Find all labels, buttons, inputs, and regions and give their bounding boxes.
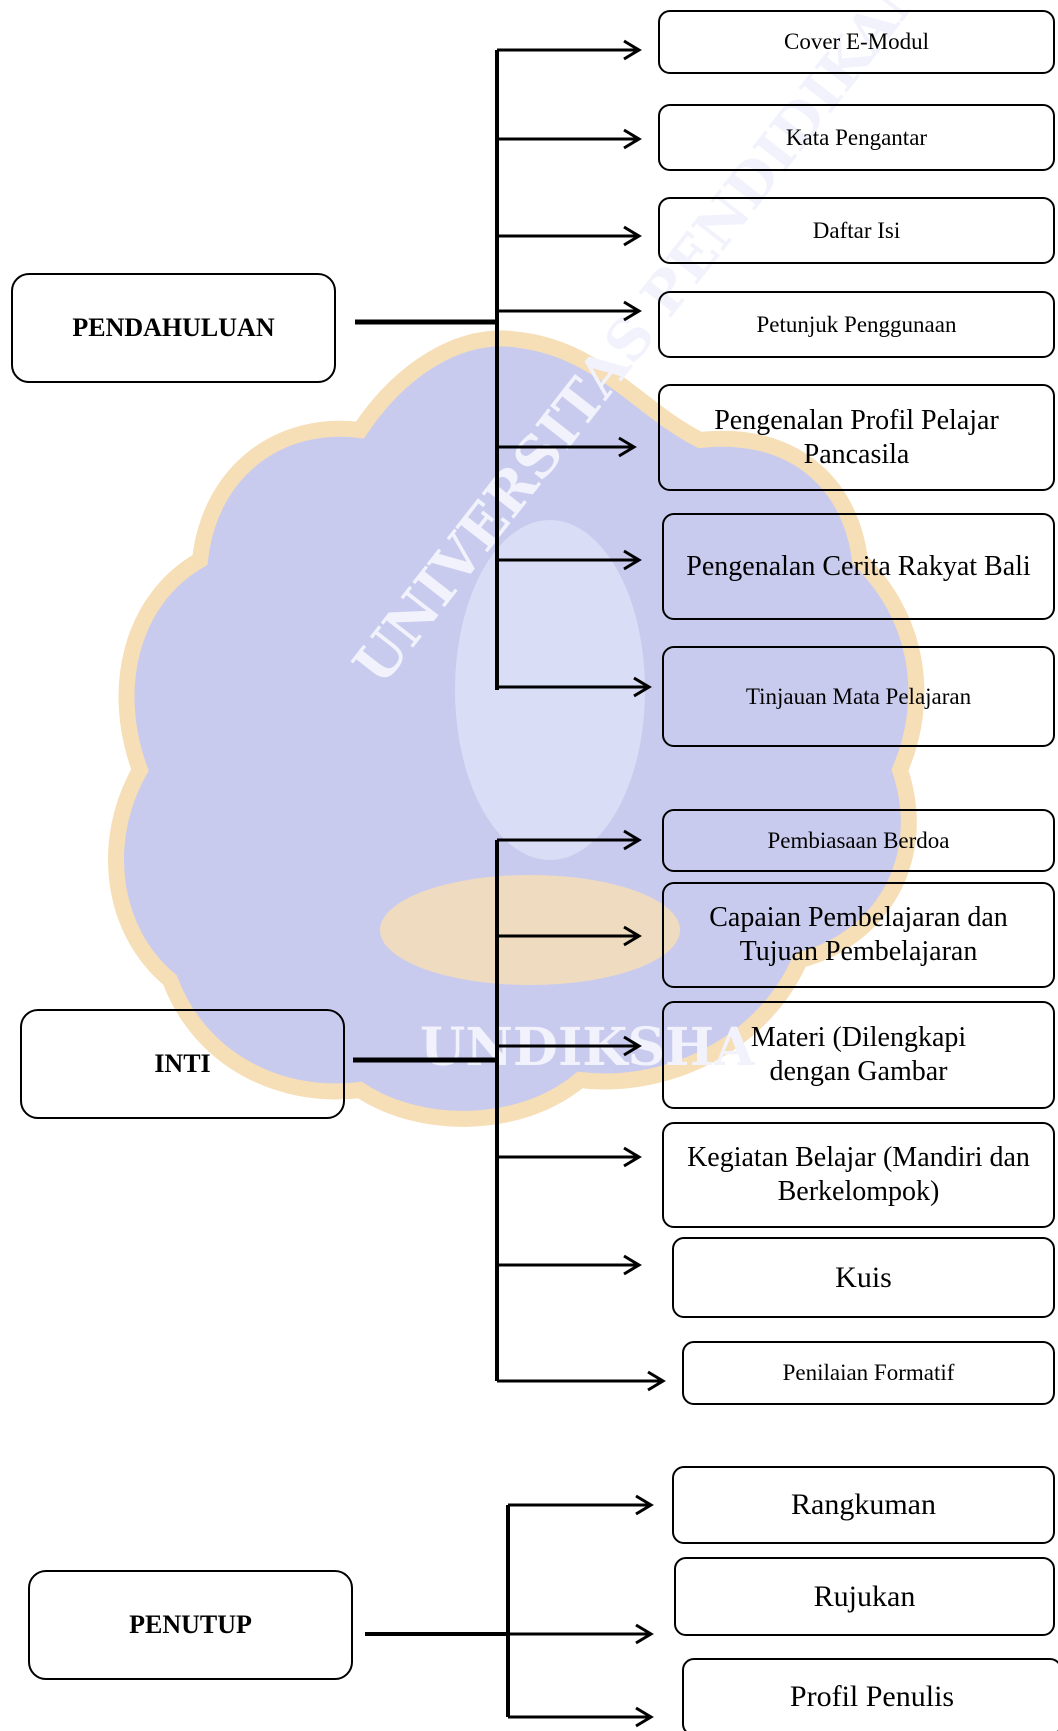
item-rujukan: Rujukan — [674, 1557, 1055, 1636]
pendahuluan-arrow-2-arrowhead — [623, 128, 642, 150]
pendahuluan-arrow-7-arrowhead — [633, 676, 652, 698]
item-penilaian-formatif: Penilaian Formatif — [682, 1341, 1055, 1405]
pendahuluan-arrow-4-arrowhead — [623, 300, 642, 322]
penutup-arrow-2-arrowhead — [635, 1623, 654, 1645]
pendahuluan-arrow-6-arrowhead — [623, 549, 642, 571]
inti-arrow-6-arrowhead — [647, 1370, 666, 1392]
item-materi: Materi (Dilengkapi dengan Gambar — [662, 1001, 1055, 1109]
inti-arrow-3-arrowhead — [623, 1035, 642, 1057]
item-tinjauan-mata-pelajaran: Tinjauan Mata Pelajaran — [662, 646, 1055, 747]
item-pembiasaan-berdoa: Pembiasaan Berdoa — [662, 809, 1055, 872]
section-penutup: PENUTUP — [28, 1570, 353, 1680]
item-rangkuman: Rangkuman — [672, 1466, 1055, 1544]
item-kegiatan-belajar: Kegiatan Belajar (Mandiri dan Berkelompo… — [662, 1122, 1055, 1228]
watermark-figure — [455, 520, 645, 860]
penutup-arrow-1-arrowhead — [635, 1494, 654, 1516]
inti-arrow-5-arrowhead — [623, 1254, 642, 1276]
item-kata-pengantar: Kata Pengantar — [658, 104, 1055, 171]
penutup-arrow-3-arrowhead — [635, 1706, 654, 1728]
watermark-lotus — [380, 875, 680, 985]
item-capaian-pembelajaran: Capaian Pembelajaran dan Tujuan Pembelaj… — [662, 882, 1055, 988]
item-cerita-rakyat-bali: Pengenalan Cerita Rakyat Bali — [662, 513, 1055, 620]
inti-arrow-2-arrowhead — [623, 925, 642, 947]
item-profil-penulis: Profil Penulis — [682, 1658, 1058, 1731]
inti-arrow-4-arrowhead — [623, 1146, 642, 1168]
inti-arrow-1-arrowhead — [623, 829, 642, 851]
pendahuluan-arrow-1-arrowhead — [623, 39, 642, 61]
item-petunjuk-penggunaan: Petunjuk Penggunaan — [658, 291, 1055, 358]
item-profil-pelajar-pancasila: Pengenalan Profil Pelajar Pancasila — [658, 384, 1055, 491]
pendahuluan-arrow-5-arrowhead — [618, 436, 637, 458]
pendahuluan-arrow-3-arrowhead — [623, 225, 642, 247]
item-daftar-isi: Daftar Isi — [658, 197, 1055, 264]
section-inti: INTI — [20, 1009, 345, 1119]
item-kuis: Kuis — [672, 1237, 1055, 1318]
section-pendahuluan: PENDAHULUAN — [11, 273, 336, 383]
item-cover-e-modul: Cover E-Modul — [658, 10, 1055, 74]
